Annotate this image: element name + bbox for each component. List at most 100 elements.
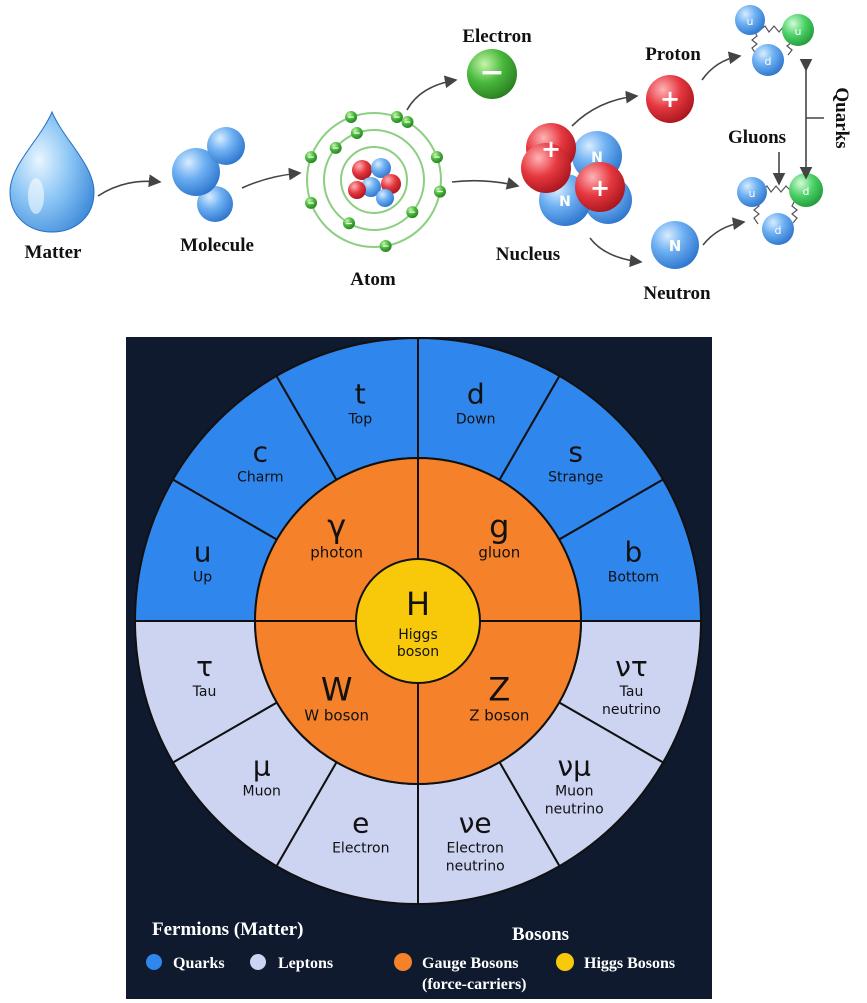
higgs-circle — [355, 558, 481, 684]
flow-arrows — [97, 51, 824, 268]
proton-quarks — [735, 5, 814, 76]
neutron-label: Neutron — [643, 283, 711, 304]
gauge-name: photon — [310, 544, 363, 562]
quark-name: Top — [347, 412, 372, 428]
legend-gauge-swatch — [394, 953, 412, 971]
legend-quarks-swatch — [146, 954, 162, 970]
orbit-electron-glyph: − — [404, 118, 412, 128]
orbit-electron-glyph: − — [353, 129, 361, 139]
molecule-icon — [172, 127, 245, 222]
orbit-electron-icon — [390, 111, 403, 124]
legend-higgs-label: Higgs Bosons — [584, 955, 675, 972]
legend-gauge-sublabel: (force-carriers) — [422, 976, 527, 993]
higgs-name: Higgs — [398, 627, 437, 643]
orbit-electron-icon — [430, 151, 443, 164]
legend: Fermions (Matter) Bosons Quarks Leptons … — [146, 919, 675, 993]
quark-symbol: b — [625, 535, 643, 568]
neutron-quarks — [737, 173, 823, 245]
quark-symbol: s — [568, 435, 583, 468]
electron-icon — [467, 49, 517, 99]
quark-u-glyph: u — [749, 187, 756, 200]
outer-ring: uUpcCharmtTopdDownsStrangebBottomντTaune… — [133, 336, 703, 906]
legend-gauge-label: Gauge Bosons — [422, 955, 518, 972]
legend-quarks-label: Quarks — [173, 955, 225, 972]
proton-label: Proton — [645, 44, 701, 65]
neutron-n-glyph: N — [669, 237, 682, 255]
legend-fermions-title: Fermions (Matter) — [152, 919, 303, 940]
orbit-electron-glyph: − — [307, 153, 315, 163]
quark-name: Down — [456, 412, 496, 428]
orbit-electron-icon — [305, 151, 318, 164]
atom-icon: −−−−−−−−−−−− — [305, 111, 446, 252]
molecule-label: Molecule — [180, 235, 254, 256]
quark-d-glyph: d — [775, 224, 782, 237]
orbit-electron-icon — [329, 141, 342, 154]
standard-model-wheel: uUpcCharmtTopdDownsStrangebBottomντTaune… — [133, 336, 703, 906]
nucleus-plus-glyph: + — [590, 174, 610, 202]
nucleus-icon — [521, 123, 632, 226]
gluons-label: Gluons — [728, 127, 786, 148]
quark-d-glyph: d — [765, 55, 772, 68]
orbit-electron-icon — [401, 115, 414, 128]
lepton-symbol: τ — [196, 650, 213, 683]
nucleus-n-glyph: N — [559, 194, 571, 210]
atom-label: Atom — [350, 269, 396, 290]
lepton-name: Electron — [332, 840, 389, 856]
gauge-symbol: Z — [488, 670, 510, 708]
matter-label: Matter — [25, 242, 83, 263]
lepton-name: Tau — [619, 684, 644, 700]
orbit-electron-glyph: − — [332, 144, 340, 154]
lepton-symbol: νe — [459, 806, 492, 839]
standard-model-panel: uUpcCharmtTopdDownsStrangebBottomντTaune… — [126, 336, 712, 999]
quarks-label: Quarks — [831, 87, 852, 148]
legend-higgs-swatch — [556, 953, 574, 971]
orbit-electron-icon — [305, 196, 318, 209]
orbit-electron-icon — [345, 111, 358, 124]
orbit-electron-glyph: − — [393, 113, 401, 123]
orbit-electron-icon — [379, 239, 392, 252]
orbit-electron-glyph: − — [433, 153, 441, 163]
lepton-symbol: e — [352, 806, 369, 839]
water-drop-highlight — [28, 178, 44, 214]
quark-name: Bottom — [608, 569, 659, 585]
gauge-name: Z boson — [469, 706, 529, 724]
quark-symbol: c — [253, 435, 268, 468]
lepton-name: neutrino — [602, 702, 661, 718]
gauge-name: gluon — [478, 544, 520, 562]
quark-name: Charm — [237, 469, 283, 485]
quark-d-glyph: d — [803, 185, 810, 198]
matter-chain: Matter Molecule −−−−−−−−−−−− Atom − Elec… — [9, 5, 852, 304]
lepton-name: neutrino — [545, 801, 604, 817]
orbit-electron-glyph: − — [347, 113, 355, 123]
lepton-name: Muon — [243, 783, 281, 799]
gauge-symbol: g — [489, 508, 509, 546]
electron-minus-glyph: − — [479, 55, 504, 90]
legend-leptons-label: Leptons — [278, 955, 333, 972]
higgs-symbol: H — [406, 585, 430, 623]
quark-symbol: u — [194, 535, 212, 568]
lepton-name: Electron — [446, 840, 503, 856]
orbit-electron-glyph: − — [307, 199, 315, 209]
lepton-name: neutrino — [446, 858, 505, 874]
quark-name: Strange — [548, 469, 603, 485]
orbit-electron-glyph: − — [345, 219, 353, 229]
lepton-symbol: ντ — [615, 650, 648, 683]
orbit-electron-icon — [433, 185, 446, 198]
lepton-symbol: μ — [253, 749, 271, 782]
quark-u-glyph: u — [747, 15, 754, 28]
orbit-electron-glyph: − — [409, 208, 417, 218]
lepton-name: Tau — [192, 684, 217, 700]
gauge-symbol: γ — [327, 508, 346, 546]
neutron-icon — [651, 221, 699, 269]
orbit-electron-icon — [350, 127, 363, 140]
proton-icon — [646, 75, 694, 123]
lepton-name: Muon — [555, 783, 593, 799]
legend-bosons-title: Bosons — [512, 924, 569, 945]
orbit-electron-icon — [343, 217, 355, 230]
quark-name: Up — [193, 569, 212, 585]
nucleus-n-glyph: N — [591, 150, 603, 166]
nucleus-label: Nucleus — [496, 244, 560, 265]
